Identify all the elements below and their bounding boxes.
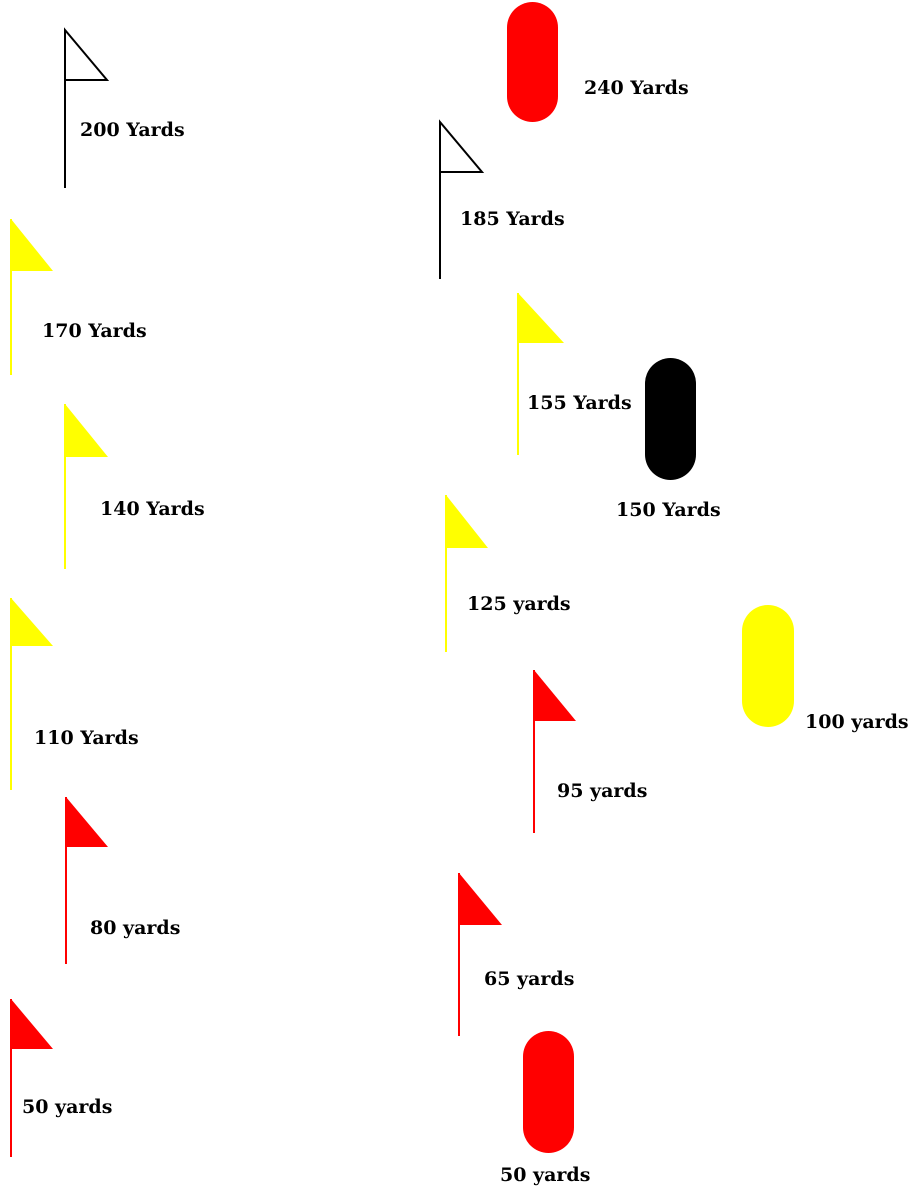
flag-icon [10,999,53,1157]
marker-label: 240 Yards [584,77,689,99]
flag-label: 110 Yards [34,727,139,749]
marker-label: 50 yards [500,1164,591,1186]
marker-label: 150 Yards [616,499,721,521]
flag-label: 125 yards [467,593,571,615]
marker-label: 100 yards [805,711,909,733]
flag-icon [10,598,53,790]
flag-label: 50 yards [22,1096,113,1118]
flag-label: 155 Yards [527,392,632,414]
flag-label: 170 Yards [42,320,147,342]
flag-icon [517,293,564,455]
flag-icon [65,797,108,964]
flag-icon [439,119,485,279]
flag-icon [533,670,576,833]
flag-label: 65 yards [484,968,575,990]
flag-icon [458,873,502,1036]
flag-icon [445,495,488,652]
flag-icon [64,27,110,188]
flag-label: 140 Yards [100,498,205,520]
flag-label: 200 Yards [80,119,185,141]
flag-label: 80 yards [90,917,181,939]
yellow-marker-icon [742,605,794,727]
flag-icon [64,404,108,569]
red-marker-icon [507,2,558,122]
flag-label: 185 Yards [460,208,565,230]
flag-label: 95 yards [557,780,648,802]
red-marker-icon [523,1031,574,1153]
flag-icon [10,219,53,375]
black-marker-icon [645,358,696,480]
